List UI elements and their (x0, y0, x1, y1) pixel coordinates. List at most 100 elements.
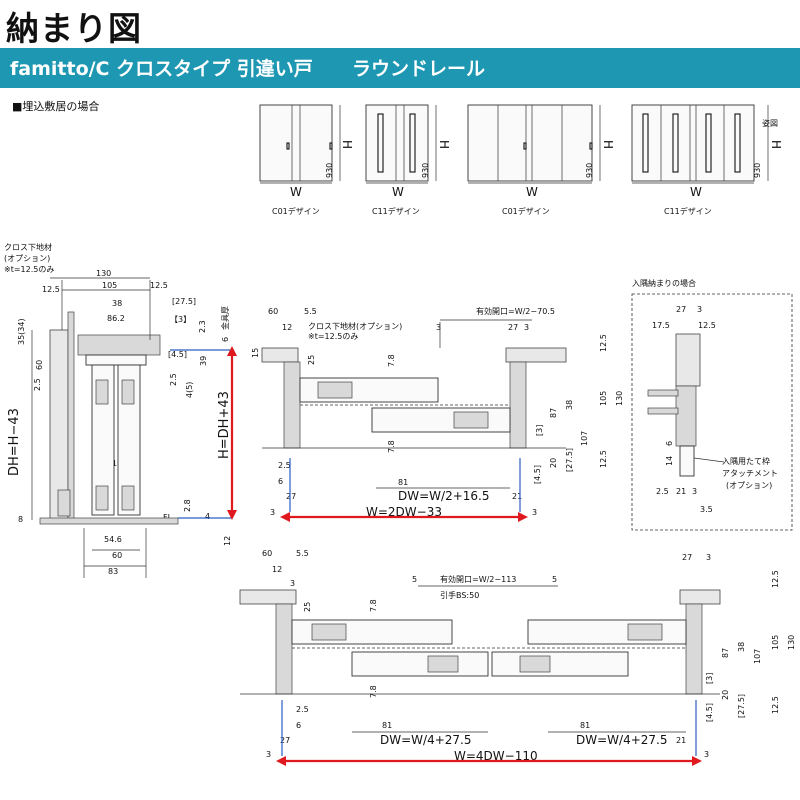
hardware-thickness-label: 金具厚 (220, 306, 230, 330)
dw-label: DW=W/2+16.5 (398, 489, 489, 503)
dim-12-5: 12.5 (698, 321, 716, 330)
dim-2-5: 2.5 (33, 378, 42, 391)
corner-inset: 入隅納まりの場合 27 3 17.5 12.5 6 14 入隅用たて枠 アタッチ… (631, 278, 793, 531)
dim-3-bracket: [3] (535, 425, 544, 436)
corner-wall (675, 333, 701, 387)
dim-5-5: 5.5 (296, 549, 309, 558)
wall-left (261, 347, 299, 363)
dim-39: 39 (199, 356, 208, 366)
dh-label: DH=H−43 (7, 408, 22, 476)
design-caption: C01デザイン (502, 206, 550, 216)
dim-6: 6 (278, 477, 283, 486)
floor-sill (39, 517, 179, 525)
corner-rail (647, 389, 679, 397)
dim-5: 5 (552, 575, 557, 584)
plan-section-two-doors: 60 5.5 12 クロス下地材(オプション) ※t=12.5のみ 有効開口=W… (251, 306, 624, 522)
dim-38: 38 (737, 642, 746, 652)
roller-unit (95, 379, 109, 405)
dim-3: 3 (270, 508, 275, 517)
plan-section-four-doors: 60 5.5 12 3 15 25 5 有効開口=W/2−113 5 引手BS:… (239, 549, 796, 766)
floor-stop (57, 489, 71, 517)
hanger-block (85, 354, 147, 366)
dim-8: 8 (18, 515, 23, 524)
pull-handle (311, 623, 347, 641)
dim-3: 【3】 (170, 315, 191, 324)
rail-type: ラウンドレール (351, 58, 485, 80)
inset-title: 入隅納まりの場合 (632, 278, 696, 288)
wall-right (679, 589, 721, 605)
dim-21: 21 (676, 487, 686, 496)
door-panel-inner-right (491, 651, 629, 677)
dim-38: 38 (565, 400, 574, 410)
dim-38: 38 (112, 299, 122, 308)
elevation-c11-two: W H 930 C11デザイン (365, 104, 451, 216)
dim-27: 27 (286, 492, 296, 501)
dim-105: 105 (102, 281, 117, 290)
attachment-frame (679, 445, 695, 477)
dim-5-5: 5.5 (304, 307, 317, 316)
dim-130: 130 (615, 391, 624, 406)
arrow-head (227, 346, 237, 356)
dim-130: 130 (787, 635, 796, 650)
dim-3: 3 (692, 487, 697, 496)
dim-4: 4 (205, 512, 210, 521)
pull-handle (453, 411, 489, 429)
width-label: W (690, 185, 702, 199)
handle-mark (589, 142, 593, 150)
guide-unit (121, 485, 135, 511)
cross-note: クロス下地材(オプション) (308, 321, 402, 331)
h-label: H=DH+43 (217, 391, 232, 459)
arrow-head (280, 512, 290, 522)
dim-4-5: [4.5] (533, 465, 542, 484)
dim-14: 14 (665, 456, 674, 466)
top-rail (77, 334, 161, 356)
dim-20: 20 (549, 458, 558, 468)
glass-slit (734, 113, 741, 173)
dim-930: 930 (585, 163, 594, 178)
wall-left (239, 589, 297, 605)
dim-3: 3 (697, 305, 702, 314)
elevation-frame (631, 104, 755, 182)
dw-right-label: DW=W/4+27.5 (576, 733, 667, 747)
elevation-c01-four: W H 930 C01デザイン (467, 104, 615, 216)
dim-17-5: 17.5 (652, 321, 670, 330)
dim-81: 81 (580, 721, 590, 730)
glass-slit (409, 113, 416, 173)
corner-rail (647, 407, 679, 415)
attachment-label-2: アタッチメント (722, 469, 778, 478)
dim-20: 20 (721, 690, 730, 700)
dim-3: 3 (532, 508, 537, 517)
pull-handle (427, 655, 459, 673)
elevation-c01-two: W H 930 C01デザイン (259, 104, 354, 216)
title-band: famitto/C クロスタイプ 引違い戸 ラウンドレール (0, 48, 800, 88)
dim-3: 3 (704, 750, 709, 759)
dim-27: 27 (676, 305, 686, 314)
handle-mark (286, 142, 290, 150)
dim-12-5: 12.5 (599, 334, 608, 352)
dim-12-5: 12.5 (599, 450, 608, 468)
thickness-note: ※t=12.5のみ (308, 332, 358, 341)
dim-35-34: 35(34) (17, 318, 26, 345)
height-label: H (437, 140, 451, 149)
glass-slit (705, 113, 712, 173)
opening-label: 有効開口=W/2−70.5 (476, 306, 555, 316)
handle-label: 引手BS:50 (440, 590, 479, 600)
dim-27: 27 (682, 553, 692, 562)
arrow-head (227, 510, 237, 520)
pull-handle (627, 623, 663, 641)
dim-2-5: 2.5 (656, 487, 669, 496)
dim-12: 12 (282, 323, 292, 332)
dim-12-5: 12.5 (42, 285, 60, 294)
dim-130: 130 (96, 269, 111, 278)
w-label: W=2DW−33 (366, 505, 442, 519)
dim-27-5: [27.5] (737, 694, 746, 718)
elevation-c11-four: W H 930 C11デザイン (631, 104, 783, 216)
dim-107: 107 (580, 431, 589, 446)
inset-frame (631, 293, 793, 531)
elevation-frame (259, 104, 333, 182)
dim-3: 3 (706, 553, 711, 562)
dim-2-5: 2.5 (278, 461, 291, 470)
height-label: H (340, 140, 354, 149)
